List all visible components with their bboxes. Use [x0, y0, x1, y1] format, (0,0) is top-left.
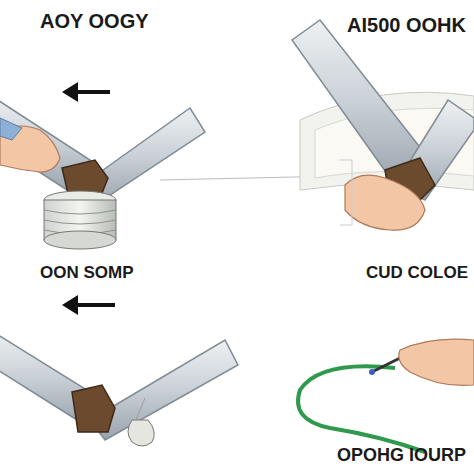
- plate-scene: [292, 20, 474, 230]
- caption-label: OON SOMP: [40, 264, 134, 283]
- caption-label: OPOHG IOURP: [337, 446, 466, 466]
- drip-scene: [0, 295, 238, 446]
- caption-label: AOY OOGY: [40, 10, 149, 32]
- wrap-tape-scene: [0, 82, 340, 249]
- caption-label: AI500 OOHK: [347, 14, 466, 36]
- caption-label: CUD COLOE: [366, 264, 468, 283]
- hose-scene: [298, 339, 474, 452]
